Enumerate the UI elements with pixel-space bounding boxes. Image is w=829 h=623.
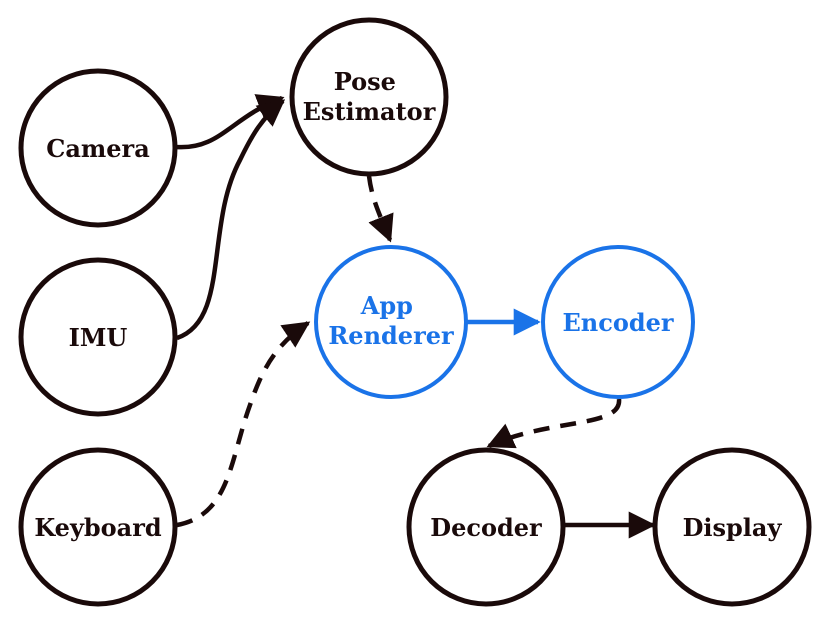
edge-encoder-decoder [486, 398, 622, 449]
node-keyboard-label-line-1: Keyboard [34, 513, 162, 542]
node-encoder-label-line-1: Encoder [562, 308, 673, 337]
edge-imu-pose-estimator [176, 99, 286, 341]
node-decoder: Decoder [406, 447, 566, 607]
node-pose-estimator: Pose Estimator [289, 17, 449, 177]
node-camera-label: Camera [46, 134, 150, 163]
node-pose-estimator-label-line-2: Estimator [303, 97, 436, 126]
node-app-renderer-label: App Renderer [328, 291, 454, 350]
node-app-renderer: App Renderer [314, 245, 468, 399]
node-camera-label-line-1: Camera [46, 134, 150, 163]
edge-keyboard-app-renderer [176, 321, 311, 528]
node-display: Display [652, 447, 812, 607]
node-pose-estimator-label-line-1: Pose [334, 67, 396, 96]
node-app-renderer-circle [314, 245, 468, 399]
node-encoder: Encoder [541, 245, 695, 399]
node-pose-estimator-label: Pose Estimator [303, 67, 436, 126]
node-decoder-label-line-1: Decoder [430, 513, 542, 542]
node-display-label: Display [683, 513, 783, 542]
node-pose-estimator-circle [289, 17, 449, 177]
node-encoder-circle [541, 245, 695, 399]
node-imu-circle [18, 257, 178, 417]
node-display-circle [652, 447, 812, 607]
node-decoder-label: Decoder [430, 513, 542, 542]
node-imu-label-line-1: IMU [69, 323, 128, 352]
node-camera-circle [18, 68, 178, 228]
node-camera: Camera [18, 68, 178, 228]
edge-camera-pose-estimator [175, 94, 285, 150]
node-app-renderer-label-line-2: Renderer [328, 321, 454, 350]
node-imu-label: IMU [69, 323, 128, 352]
node-app-renderer-label-line-1: App [360, 291, 413, 320]
edge-pose-estimator-app-renderer [366, 175, 394, 243]
node-keyboard-label: Keyboard [34, 513, 162, 542]
node-decoder-circle [406, 447, 566, 607]
node-keyboard: Keyboard [18, 447, 178, 607]
node-display-label-line-1: Display [683, 513, 783, 542]
node-encoder-label: Encoder [562, 308, 673, 337]
node-imu: IMU [18, 257, 178, 417]
node-keyboard-circle [18, 447, 178, 607]
edges [175, 94, 656, 539]
